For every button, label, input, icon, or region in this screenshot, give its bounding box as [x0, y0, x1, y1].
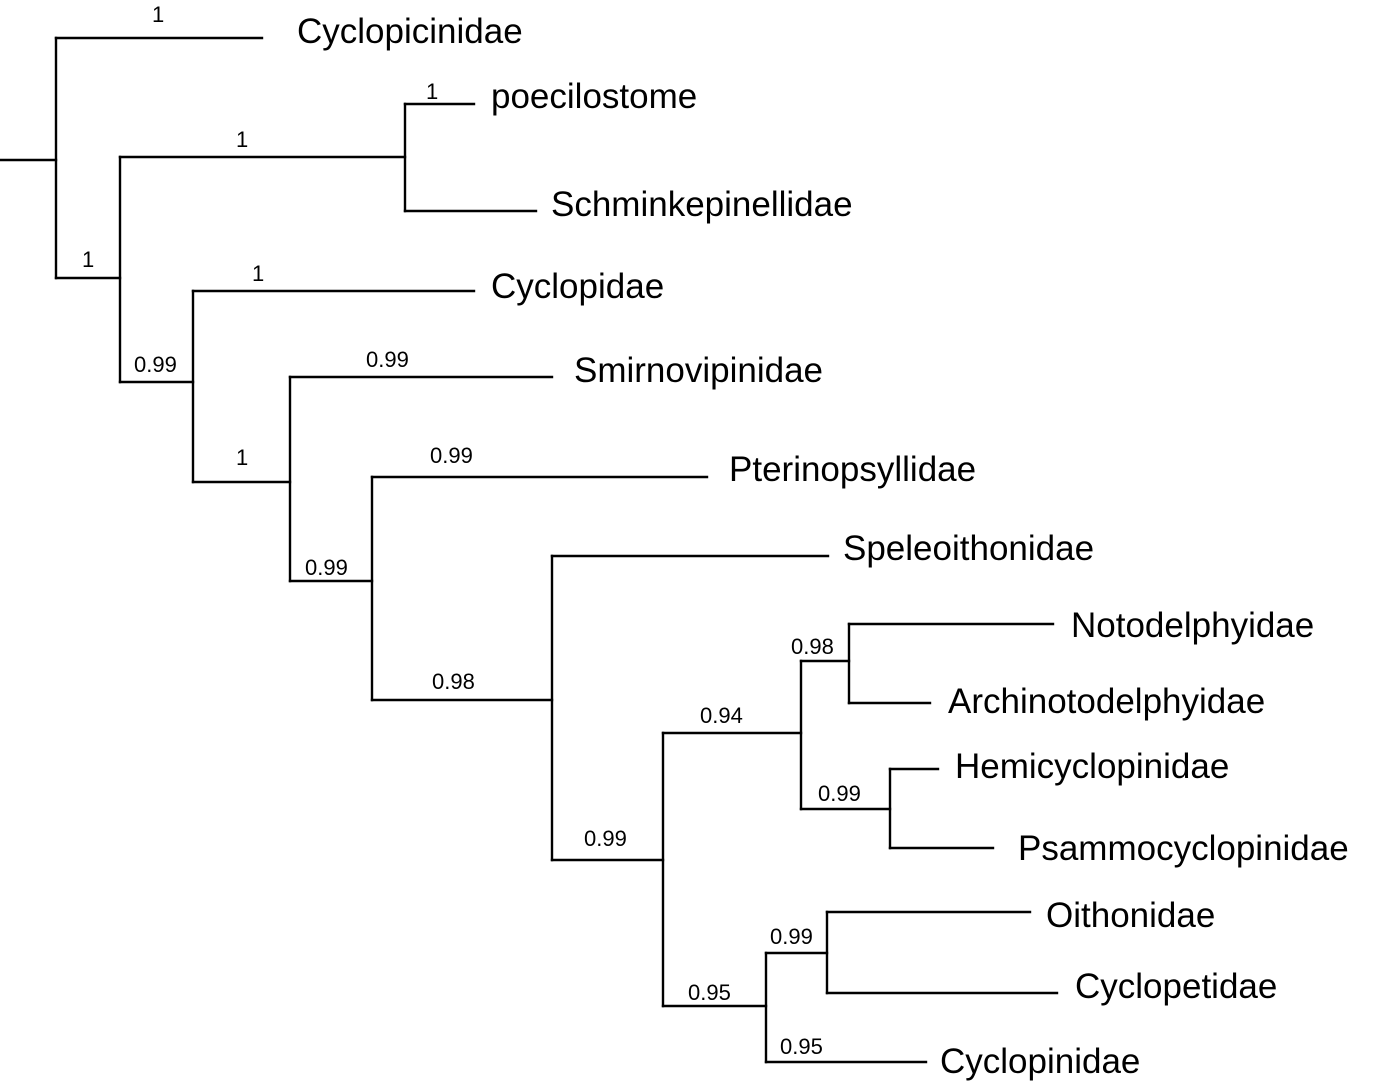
- support-value: 1: [426, 79, 438, 104]
- support-value: 0.98: [791, 634, 834, 659]
- taxon-label: Cyclopinidae: [940, 1042, 1140, 1081]
- support-values: 1 1 1 1 1 0.99 0.99 1 0.99 0.99 0.98 0.9…: [82, 2, 861, 1059]
- support-value: 1: [152, 2, 164, 27]
- taxon-label: Cyclopidae: [491, 267, 664, 306]
- support-value: 0.99: [770, 924, 813, 949]
- taxon-labels: Cyclopicinidae poecilostome Schminkepine…: [297, 12, 1349, 1081]
- tree-branches: [0, 36, 1059, 1064]
- support-value: 0.99: [430, 443, 473, 468]
- support-value: 1: [236, 445, 248, 470]
- taxon-label: Notodelphyidae: [1071, 606, 1314, 645]
- support-value: 0.99: [366, 347, 409, 372]
- support-value: 1: [252, 261, 264, 286]
- support-value: 1: [236, 127, 248, 152]
- taxon-label: Pterinopsyllidae: [729, 450, 976, 489]
- support-value: 0.99: [818, 781, 861, 806]
- support-value: 0.99: [584, 826, 627, 851]
- support-value: 1: [82, 247, 94, 272]
- support-value: 0.99: [305, 555, 348, 580]
- support-value: 0.94: [700, 703, 743, 728]
- taxon-label: Cyclopetidae: [1075, 967, 1277, 1006]
- support-value: 0.95: [780, 1034, 823, 1059]
- taxon-label: Archinotodelphyidae: [948, 682, 1265, 721]
- support-value: 0.98: [432, 669, 475, 694]
- taxon-label: poecilostome: [491, 77, 697, 116]
- taxon-label: Oithonidae: [1046, 896, 1215, 935]
- taxon-label: Cyclopicinidae: [297, 12, 523, 51]
- taxon-label: Hemicyclopinidae: [955, 747, 1229, 786]
- support-value: 0.95: [688, 980, 731, 1005]
- taxon-label: Psammocyclopinidae: [1018, 829, 1349, 868]
- taxon-label: Schminkepinellidae: [551, 185, 853, 224]
- support-value: 0.99: [134, 352, 177, 377]
- taxon-label: Speleoithonidae: [843, 529, 1094, 568]
- taxon-label: Smirnovipinidae: [574, 351, 823, 390]
